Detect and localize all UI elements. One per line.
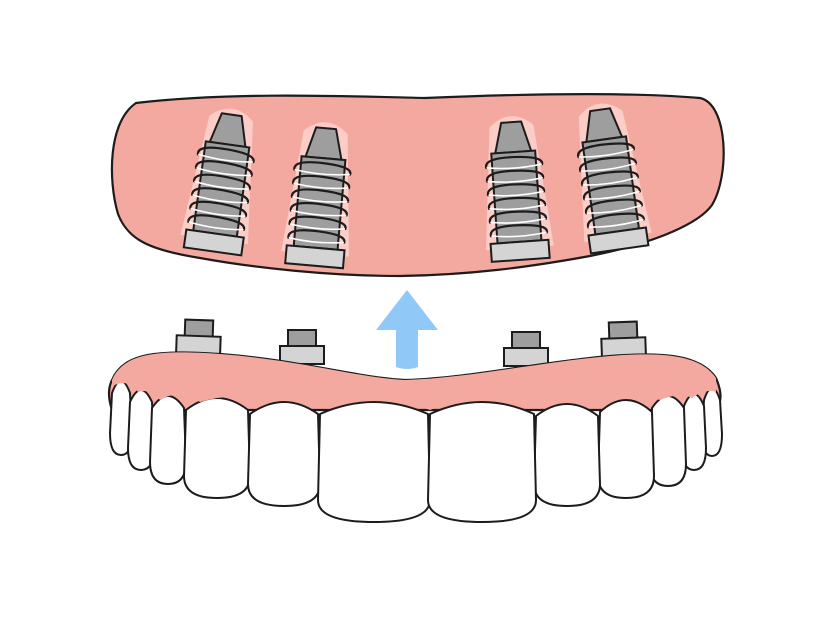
tooth (597, 399, 655, 499)
abutment-post (175, 318, 222, 356)
abutment-post (279, 329, 325, 365)
tooth (533, 403, 601, 507)
upper-teeth (109, 352, 723, 523)
tooth (149, 395, 187, 485)
tooth (247, 401, 321, 507)
tooth (317, 401, 431, 523)
abutment-post (600, 320, 647, 358)
jaw-abutments (175, 318, 647, 367)
arrow-up-icon (376, 290, 438, 369)
abutment-post (503, 331, 549, 367)
tooth (183, 397, 251, 499)
gum-scallop (112, 352, 716, 410)
implant-screws (180, 103, 652, 270)
implant-screw (281, 122, 352, 270)
implant-screw (484, 116, 554, 263)
tooth (649, 395, 687, 487)
implant-screw (577, 103, 652, 255)
tooth (427, 401, 537, 523)
implant-screw (180, 108, 255, 257)
